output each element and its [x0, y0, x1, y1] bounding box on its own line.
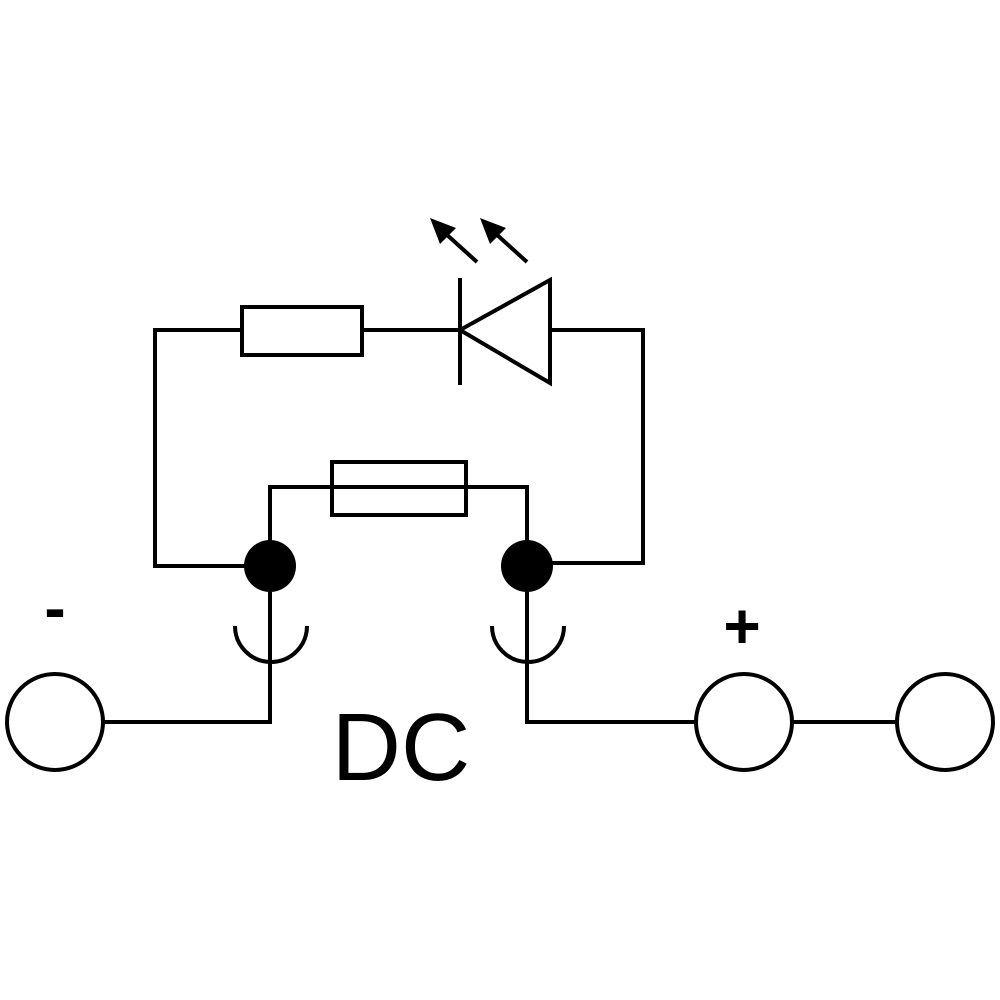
positive-label: +	[723, 590, 760, 662]
led-symbol	[455, 276, 552, 387]
wire-fuse-left	[268, 485, 332, 566]
terminal-positive-1	[694, 672, 794, 772]
current-type-label: DC	[332, 694, 471, 801]
wire-fuse-right	[466, 485, 529, 566]
wire-led-loop	[153, 328, 270, 568]
led-diode-triangle	[455, 276, 552, 387]
negative-label: -	[44, 572, 65, 644]
wire-led-to-right	[527, 328, 645, 565]
led-resistor	[240, 305, 364, 357]
light-emission-arrows-icon	[430, 218, 529, 264]
wire-negative	[103, 592, 272, 724]
junction-right	[501, 540, 553, 592]
junction-left	[244, 540, 296, 592]
wire-positive	[525, 592, 696, 724]
terminal-positive-2	[895, 672, 995, 772]
terminal-negative	[5, 672, 105, 772]
